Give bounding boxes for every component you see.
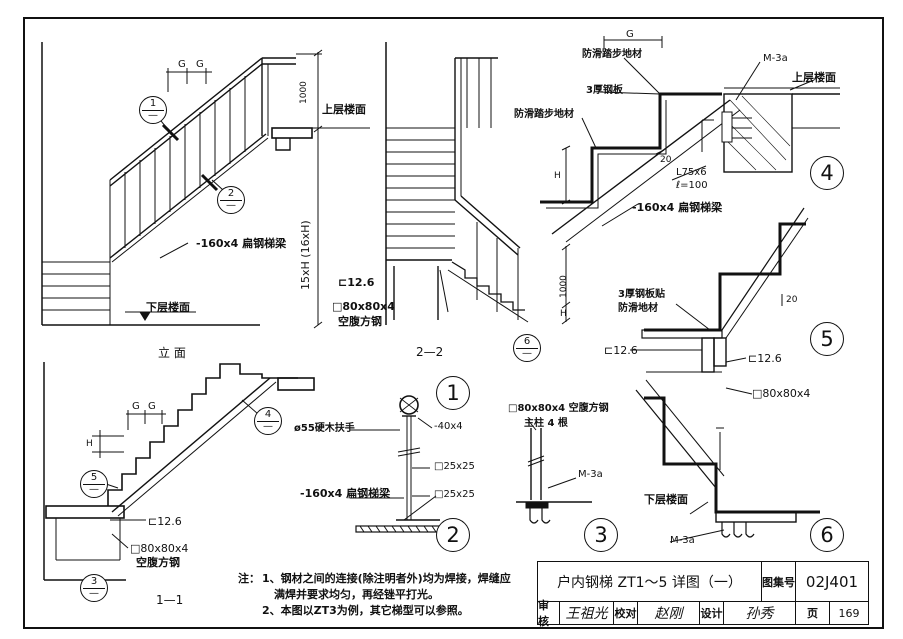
stringer-label-4: -160x4 扁钢梯梁 — [632, 201, 723, 214]
notes-line-2: 满焊并要求均匀，再经锉平打光。 — [274, 588, 439, 601]
dim-g-detail4: G — [626, 29, 634, 40]
detail-3-view — [516, 419, 592, 524]
dim-h-22: H — [560, 309, 567, 319]
tube-label-22: □80x80x4 — [332, 300, 395, 313]
atlas-no-label: 图集号 — [762, 562, 796, 602]
sheet-border — [23, 17, 884, 629]
plate-label-4: 3厚钢板 — [586, 85, 623, 96]
detail-number-5: 5 — [810, 322, 844, 356]
ref-bubble-5: 5— — [80, 470, 108, 498]
tube-name-22: 空腹方钢 — [338, 315, 382, 328]
ref-bubble-4: 4— — [254, 407, 282, 435]
tube-name-11: 空腹方钢 — [136, 556, 180, 569]
lower-floor-label-elevation: 下层楼面 — [146, 301, 190, 314]
ref-bubble-1: 1— — [139, 96, 167, 124]
drawing-title: 户内钢梯 ZT1～5 详图（一） — [538, 562, 762, 602]
ref-bubble-3: 3— — [80, 574, 108, 602]
angle-length-label: ℓ=100 — [676, 180, 708, 191]
section-2-2-title: 2—2 — [416, 345, 444, 359]
anchor-label-6: M-3a — [670, 535, 695, 546]
dim-g-2: G — [196, 59, 204, 70]
detail-number-6: 6 — [810, 518, 844, 552]
anchor-label-3: M-3a — [578, 469, 603, 480]
channel-label-5b: ⊏12.6 — [748, 352, 782, 365]
dim-20-4: 20 — [660, 155, 672, 165]
detail-number-4: 4 — [810, 156, 844, 190]
antislip-label-4b: 防滑踏步地材 — [514, 109, 574, 120]
plate-antislip-label-1: 3厚钢板贴 — [618, 289, 665, 300]
reviewer-signature: 王祖光 — [560, 602, 614, 624]
notes-line-3: 2、本图以ZT3为例，其它梯型可以参照。 — [262, 604, 469, 617]
page-number: 169 — [838, 606, 860, 620]
atlas-no-value: 02J401 — [796, 562, 868, 602]
notes-label: 注： — [238, 572, 260, 585]
checker-signature: 赵刚 — [638, 602, 700, 624]
angle-label: L75x6 — [676, 167, 707, 178]
post-tube-label: □80x80x4 空腹方钢 — [508, 403, 609, 414]
square-bar-label-1: □25x25 — [434, 461, 475, 472]
elevation-title: 立 面 — [158, 346, 186, 360]
page-label: 页 — [796, 602, 830, 624]
detail-4-view — [540, 36, 840, 243]
dim-h-4: H — [554, 171, 561, 181]
review-label: 审核 — [538, 599, 560, 628]
flat-bar-label: -40x4 — [434, 421, 463, 432]
upper-floor-label: 上层楼面 — [322, 103, 366, 116]
square-bar-label-2: □25x25 — [434, 489, 475, 500]
dim-g-11-1: G — [132, 401, 140, 412]
dim-1000-elevation: 1000 — [299, 81, 309, 104]
detail-6-view — [635, 379, 820, 543]
channel-label-11: ⊏12.6 — [148, 515, 182, 528]
post-count-label: 主柱 4 根 — [524, 418, 568, 429]
tube-label-11: □80x80x4 — [130, 542, 189, 555]
dim-1000-22: 1000 — [559, 275, 569, 298]
dim-height-total: 15xH (16xH) — [299, 220, 312, 290]
dim-h-11: H — [86, 439, 93, 449]
detail-number-2: 2 — [436, 518, 470, 552]
detail-number-1: 1 — [436, 376, 470, 410]
stringer-label-detail: -160x4 扁钢梯梁 — [300, 487, 391, 500]
channel-label-5a: ⊏12.6 — [604, 344, 638, 357]
detail-1-2-view — [350, 395, 441, 533]
tube-label-5: □80x80x4 — [752, 387, 811, 400]
section-1-1-title: 1—1 — [156, 593, 184, 607]
dim-g-1: G — [178, 59, 186, 70]
lower-floor-label-6: 下层楼面 — [644, 493, 688, 506]
design-label: 设计 — [700, 602, 724, 624]
dim-20-5: 20 — [786, 295, 798, 305]
section-2-2-view — [385, 42, 571, 325]
ref-bubble-2: 2— — [217, 186, 245, 214]
detail-number-3: 3 — [584, 518, 618, 552]
dim-g-11-2: G — [148, 401, 156, 412]
section-1-1-view — [43, 362, 315, 581]
detail-5-view — [630, 207, 809, 395]
ref-bubble-6: 6— — [513, 334, 541, 362]
upper-floor-label-4: 上层楼面 — [792, 71, 836, 84]
channel-label-22: ⊏12.6 — [338, 276, 375, 289]
stringer-label-elevation: -160x4 扁钢梯梁 — [196, 237, 287, 250]
notes-line-1: 1、钢材之间的连接(除注明者外)均为焊接，焊缝应 — [262, 572, 511, 585]
handrail-label: ø55硬木扶手 — [294, 423, 355, 434]
plate-antislip-label-2: 防滑地材 — [618, 303, 658, 314]
title-block: 户内钢梯 ZT1～5 详图（一） 图集号 02J401 审核 王祖光 校对 赵刚… — [537, 561, 869, 628]
check-label: 校对 — [614, 602, 638, 624]
elevation-view — [41, 42, 370, 329]
designer-signature: 孙秀 — [724, 602, 796, 624]
antislip-label-4a: 防滑踏步地材 — [582, 49, 642, 60]
anchor-label-4: M-3a — [763, 53, 788, 64]
